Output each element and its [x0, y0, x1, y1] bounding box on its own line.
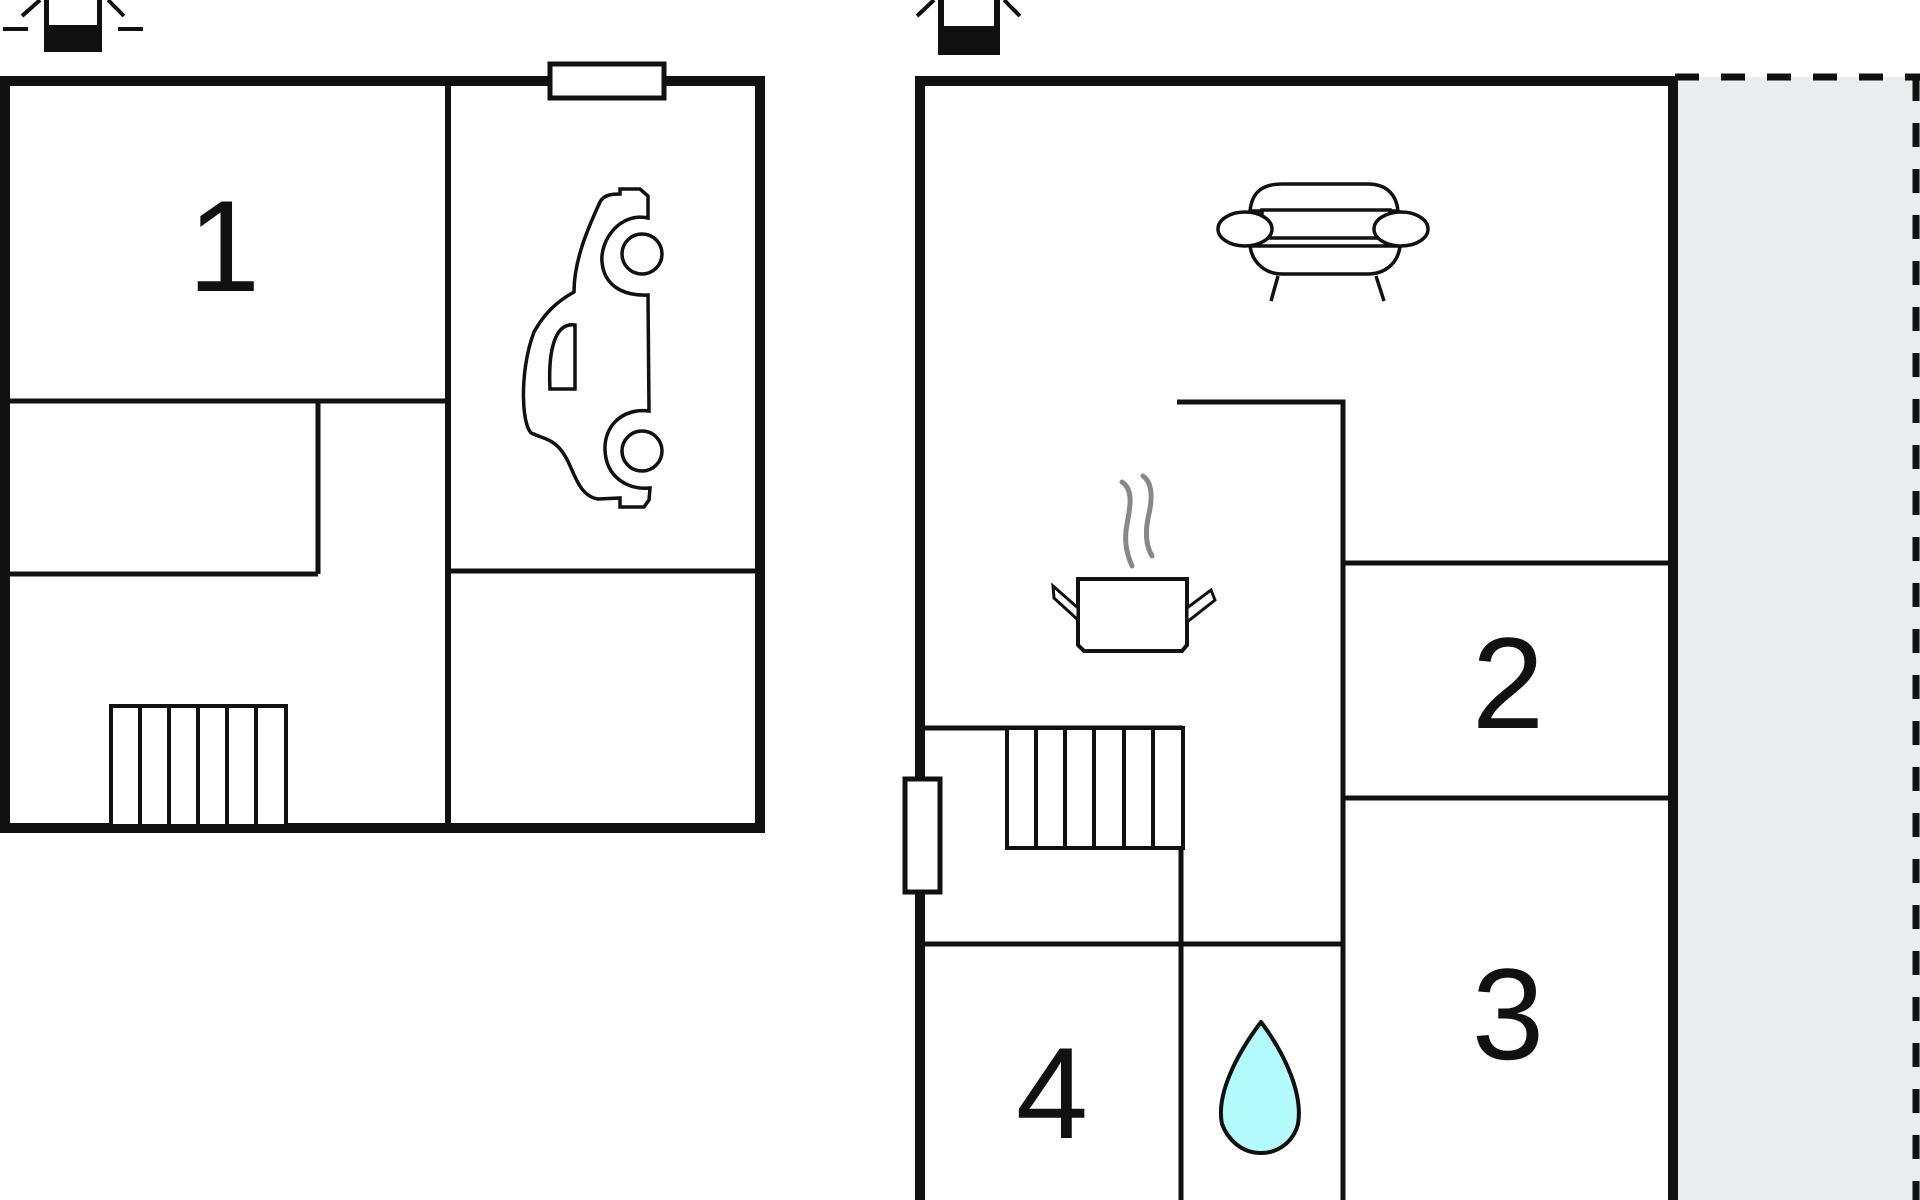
compass-icon [3, 0, 143, 52]
cooking-pot-icon [1051, 473, 1217, 653]
outdoor-area [1673, 77, 1920, 1200]
outdoor-boundary [1675, 73, 1920, 1200]
compass-icon [915, 0, 1022, 55]
room-number-3: 3 [1472, 941, 1544, 1087]
window-icon [902, 776, 943, 895]
water-drop-icon [1218, 1020, 1301, 1155]
outer-wall-left [0, 76, 765, 833]
car-icon [521, 187, 664, 509]
stairs-icon [1005, 726, 1185, 850]
sofa-icon [1216, 182, 1430, 302]
room-number-4: 4 [1016, 1020, 1088, 1166]
room-number-1: 1 [188, 173, 260, 319]
floor-plan-left [0, 76, 765, 833]
room-number-2: 2 [1472, 610, 1544, 756]
interior-wall [1177, 399, 1346, 1200]
window-icon [547, 61, 667, 101]
stairs-icon [109, 704, 288, 828]
